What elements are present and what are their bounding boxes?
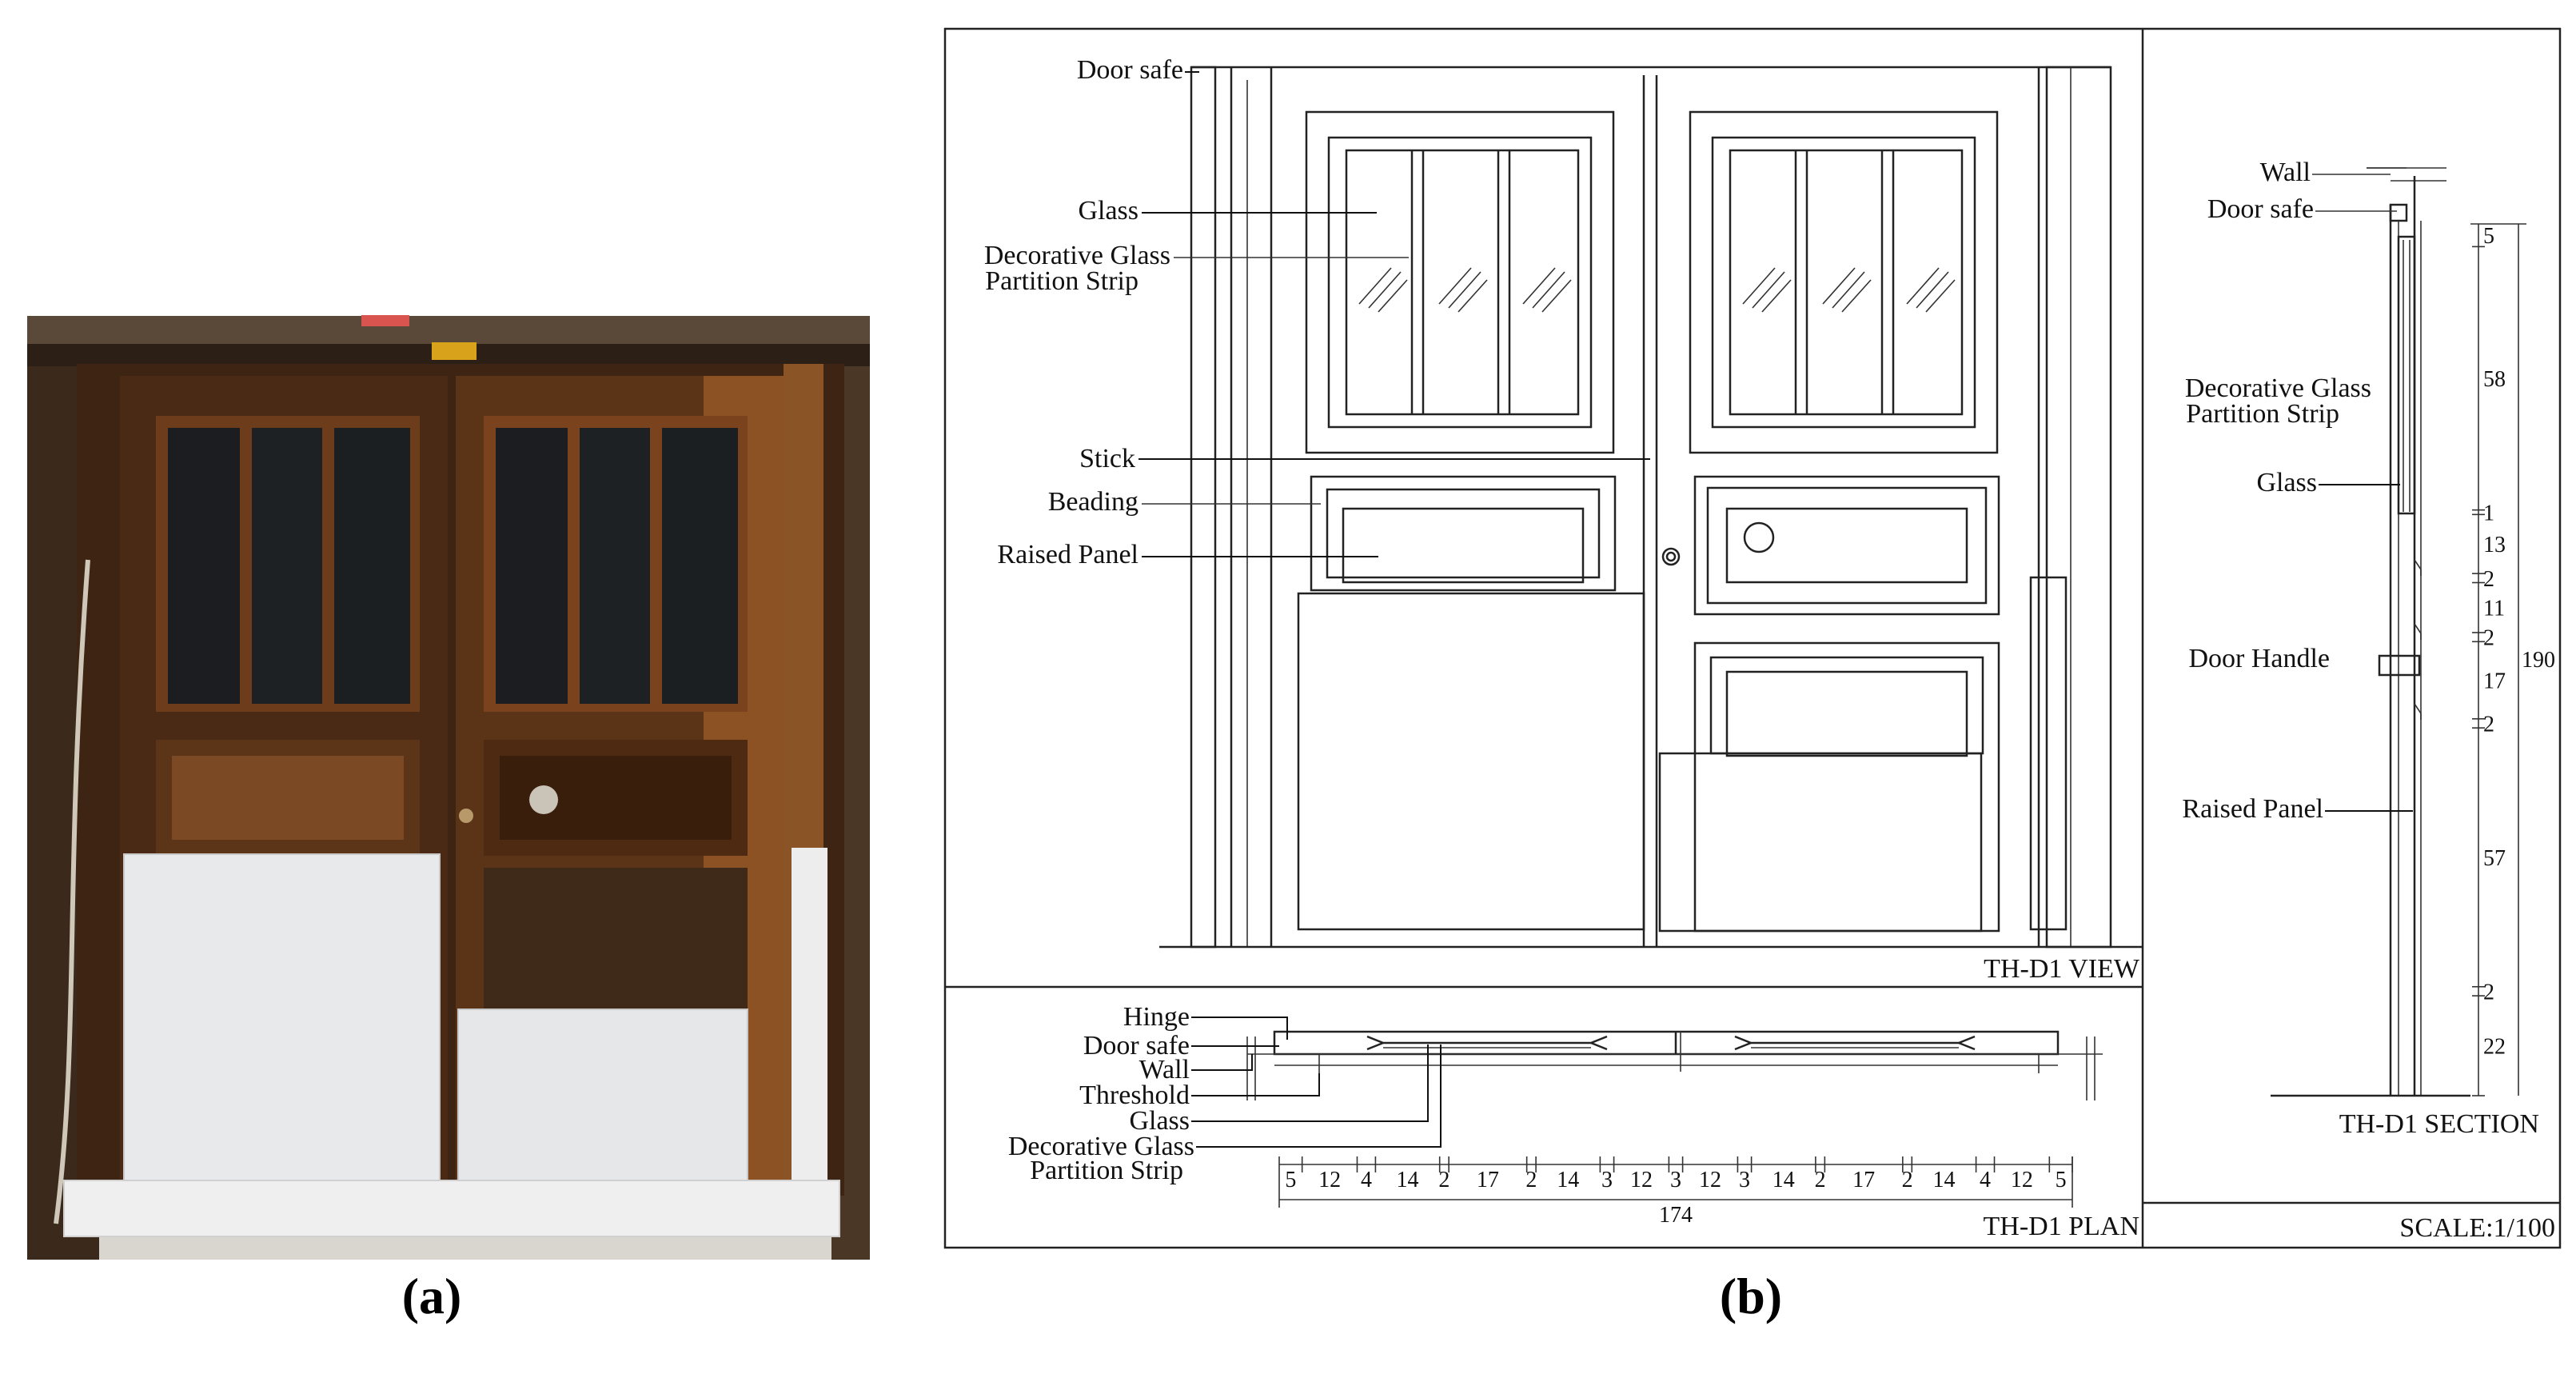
section-dim-value: 2 xyxy=(2483,626,2494,651)
plan-dim-value: 14 xyxy=(1772,1168,1795,1192)
section-label-glass: Glass xyxy=(2256,468,2317,497)
plan-dim-value: 2 xyxy=(1525,1168,1537,1192)
section-dim-value: 2 xyxy=(2483,980,2494,1005)
caption-b: (b) xyxy=(1720,1268,1782,1324)
drawing-frame xyxy=(943,27,2562,1249)
plan-label-door-safe: Door safe xyxy=(1083,1031,1190,1060)
plan-dim-value: 17 xyxy=(1852,1168,1875,1192)
plan-dim-value: 5 xyxy=(2056,1168,2067,1192)
plan-dim-value: 12 xyxy=(1630,1168,1653,1192)
section-label-wall: Wall xyxy=(2260,158,2311,187)
plan-dim-value: 2 xyxy=(1902,1168,1913,1192)
section-dim-value: 17 xyxy=(2483,669,2506,694)
plan-dim-value: 12 xyxy=(1318,1168,1341,1192)
view-title: TH-D1 VIEW xyxy=(1984,954,2140,984)
door-photo xyxy=(27,315,870,1260)
section-dim-value: 2 xyxy=(2483,712,2494,737)
plan-view xyxy=(1246,1030,2103,1100)
scale-label: SCALE:1/100 xyxy=(2399,1213,2555,1243)
section-dim-value: 57 xyxy=(2483,846,2506,871)
section-view xyxy=(2271,167,2470,1097)
plan-dim-value: 17 xyxy=(1477,1168,1499,1192)
section-dim-value: 22 xyxy=(2483,1035,2506,1060)
plan-labels: Hinge Door safe Wall Threshold Glass Dec… xyxy=(1008,1002,1442,1185)
plan-dim-value: 3 xyxy=(1670,1168,1681,1192)
section-dim-value: 2 xyxy=(2483,567,2494,592)
plan-dimensions: 5 12 4 14 2 17 2 14 3 12 3 12 3 14 2 17 2 14 4 12 5 174 TH-D… xyxy=(1278,1156,2139,1241)
section-total-dimension: 190 xyxy=(2522,648,2555,673)
plan-label-partition-strip: Partition Strip xyxy=(1030,1156,1183,1185)
plan-label-hinge: Hinge xyxy=(1123,1002,1190,1032)
plan-total-dimension: 174 xyxy=(1659,1203,1693,1228)
section-dim-value: 5 xyxy=(2483,224,2494,249)
label-partition-strip: Partition Strip xyxy=(985,266,1138,296)
plan-label-glass: Glass xyxy=(1129,1106,1190,1136)
elevation-view xyxy=(1159,66,2143,949)
plan-label-decorative-glass: Decorative Glass xyxy=(1008,1132,1194,1161)
plan-dim-value: 2 xyxy=(1438,1168,1449,1192)
plan-label-wall: Wall xyxy=(1139,1055,1190,1084)
plan-dim-value: 5 xyxy=(1285,1168,1296,1192)
section-labels: Wall Door safe Decorative Glass Partitio… xyxy=(2182,158,2539,1139)
section-label-decorative-glass: Decorative Glass xyxy=(2185,373,2371,403)
section-dim-value: 1 xyxy=(2483,501,2494,525)
label-door-safe: Door safe xyxy=(1077,55,1183,85)
plan-dim-value: 14 xyxy=(1932,1168,1955,1192)
plan-dim-value: 3 xyxy=(1601,1168,1613,1192)
section-title: TH-D1 SECTION xyxy=(2339,1109,2539,1139)
plan-title: TH-D1 PLAN xyxy=(1984,1212,2139,1241)
plan-dim-value: 12 xyxy=(2011,1168,2033,1192)
plan-dim-value: 14 xyxy=(1557,1168,1579,1192)
section-dim-value: 58 xyxy=(2483,367,2506,392)
label-glass: Glass xyxy=(1078,196,1138,226)
label-beading: Beading xyxy=(1048,487,1138,517)
section-label-door-handle: Door Handle xyxy=(2188,644,2330,673)
plan-dim-value: 12 xyxy=(1699,1168,1721,1192)
plan-dim-value: 4 xyxy=(1361,1168,1372,1192)
section-label-door-safe: Door safe xyxy=(2207,194,2314,224)
plan-dim-value: 4 xyxy=(1980,1168,1991,1192)
plan-dim-value: 14 xyxy=(1397,1168,1419,1192)
section-dim-value: 11 xyxy=(2483,597,2505,621)
view-labels: Door safe Glass Decorative Glass Partiti… xyxy=(984,55,2140,984)
label-decorative-glass: Decorative Glass xyxy=(984,241,1170,270)
section-label-partition-strip: Partition Strip xyxy=(2186,399,2339,429)
label-raised-panel: Raised Panel xyxy=(997,540,1138,569)
plan-dim-value: 2 xyxy=(1815,1168,1826,1192)
label-stick: Stick xyxy=(1079,444,1135,473)
caption-a: (a) xyxy=(402,1268,462,1324)
plan-dim-value: 3 xyxy=(1739,1168,1750,1192)
plan-label-threshold: Threshold xyxy=(1079,1080,1190,1110)
section-dim-value: 13 xyxy=(2483,533,2506,557)
plan-dim-values: 5 12 4 14 2 17 2 14 3 12 3 12 3 14 2 17 2 14 4 12 5 xyxy=(1285,1156,2073,1192)
section-label-raised-panel: Raised Panel xyxy=(2182,794,2323,824)
